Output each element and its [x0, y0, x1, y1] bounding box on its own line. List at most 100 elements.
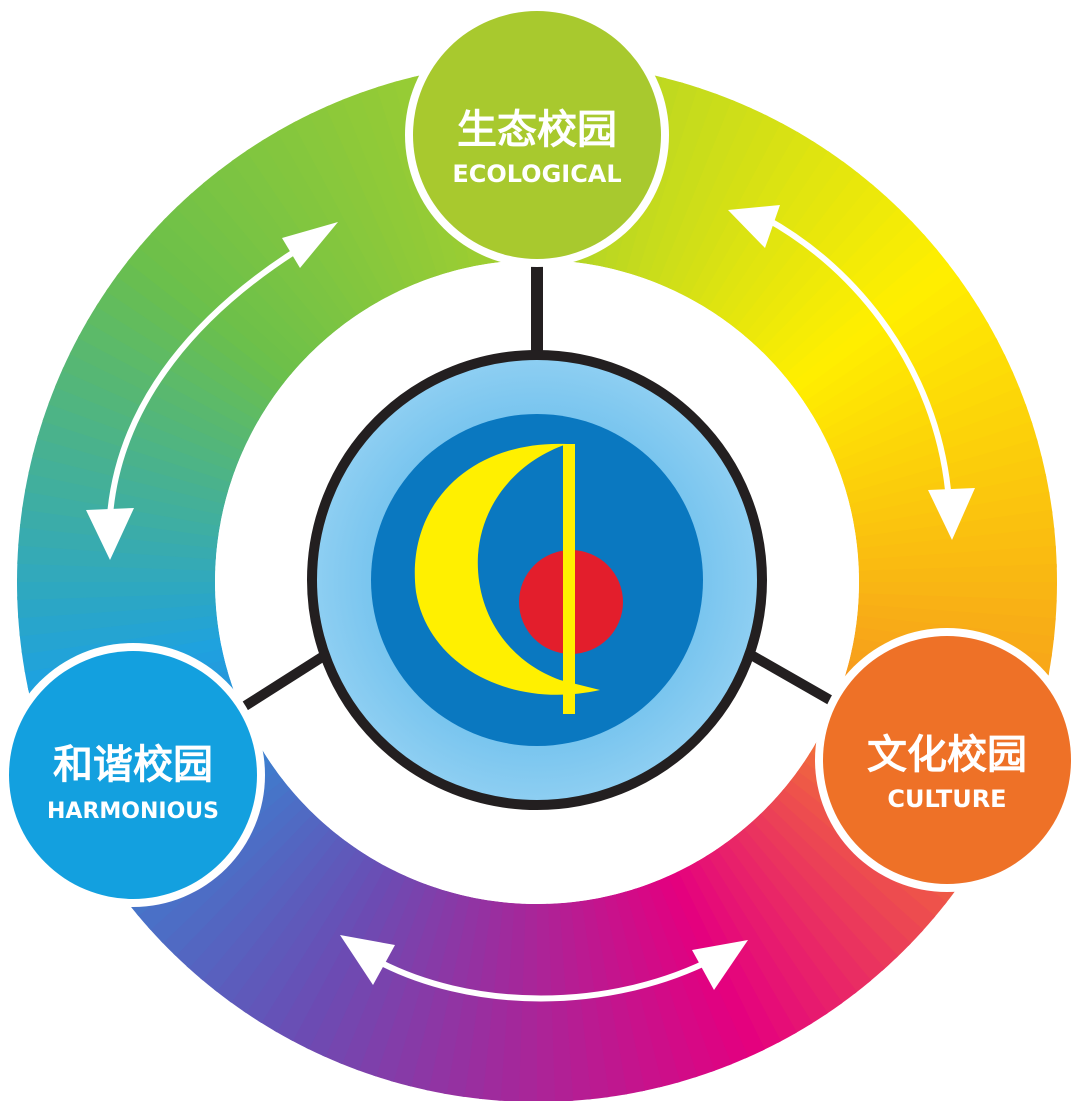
node-ecological-subtitle: ECOLOGICAL: [452, 160, 621, 188]
ring-segment: [186, 819, 331, 981]
ring-segment: [77, 318, 260, 431]
ring-segment: [372, 887, 449, 1082]
ring-segment: [835, 387, 1027, 474]
ring-segment: [243, 847, 367, 1023]
node-culture-title: 文化校园: [867, 732, 1027, 778]
ring-segment: [678, 114, 785, 299]
ring-segment: [273, 859, 386, 1042]
ring-segment: [305, 870, 407, 1058]
ring-segment: [590, 896, 646, 1095]
ring-segment: [636, 87, 719, 281]
ring-segment: [717, 150, 846, 323]
ring-segment: [127, 244, 292, 384]
ring-segment: [342, 92, 429, 284]
ring-segment: [61, 350, 249, 452]
node-ecological-circle: [413, 11, 661, 259]
ring-segment: [724, 835, 858, 1005]
ring-segment: [214, 834, 348, 1003]
node-culture: 文化校园 CULTURE: [815, 628, 1079, 892]
ring-segment: [810, 306, 990, 423]
ring-segment: [189, 181, 332, 343]
ring-segment: [667, 106, 769, 294]
ring-segment: [776, 234, 938, 377]
ring-segment: [24, 470, 223, 527]
ring-segment: [655, 876, 749, 1066]
ring-segment: [160, 804, 314, 957]
ring-segment: [826, 354, 1014, 454]
ring-segment: [557, 902, 592, 1101]
ring-segment: [767, 797, 924, 946]
ring-segment: [338, 879, 427, 1071]
ring-segment: [752, 195, 901, 352]
ring-segment: [289, 865, 396, 1050]
ring-segment: [277, 121, 388, 304]
ring-segment: [292, 113, 398, 298]
node-harmonious-title: 和谐校园: [53, 742, 213, 788]
ring-segment: [17, 578, 216, 601]
ring-segment: [228, 841, 357, 1014]
ring-segment: [783, 247, 949, 386]
ring-segment: [359, 86, 440, 280]
spoke-right: [743, 647, 833, 705]
ring-segment: [760, 207, 914, 360]
node-culture-circle: [823, 636, 1071, 884]
ring-segment: [726, 161, 860, 330]
ring-segment: [533, 903, 556, 1101]
ring-segment: [790, 261, 960, 395]
ring-segment: [568, 900, 610, 1100]
ring-segment: [325, 98, 419, 288]
node-ecological-title: 生态校园: [457, 107, 617, 153]
ring-segment: [497, 903, 526, 1101]
logo-vertical-bar: [563, 444, 575, 714]
ring-segment: [479, 901, 515, 1101]
ring-segment: [696, 855, 813, 1035]
ring-segment: [309, 105, 409, 293]
ring-segment: [216, 159, 350, 329]
ring-segment: [407, 893, 471, 1091]
ring-segment: [261, 129, 378, 309]
ring-segment: [768, 220, 926, 369]
node-culture-subtitle: CULTURE: [887, 785, 1006, 813]
ring-segment: [803, 291, 980, 414]
ring-segment: [138, 231, 300, 376]
ring-segment: [17, 542, 216, 571]
ring-segment: [797, 276, 971, 404]
ring-segment: [743, 183, 888, 345]
ring-segment: [148, 795, 306, 944]
logo-crescent: [414, 443, 600, 695]
arrow-harmonious-ecological: [107, 242, 307, 516]
node-harmonious-circle: [9, 651, 257, 899]
ring-segment: [37, 417, 232, 494]
ring-segment: [742, 821, 885, 983]
ring-segment: [461, 900, 504, 1100]
ring-segment: [839, 404, 1033, 485]
ring-segment: [735, 172, 875, 337]
ring-segment: [705, 848, 828, 1025]
ring-segment: [515, 903, 537, 1101]
ring-segment: [202, 170, 341, 336]
ring-segment: [54, 367, 244, 462]
ring-segment: [69, 334, 254, 441]
ring-segment: [857, 527, 1056, 562]
arrow-head-culture-bottom: [928, 488, 975, 540]
ring-segment: [645, 880, 732, 1072]
ring-segment: [443, 898, 493, 1097]
arrow-head-bottom-left: [340, 935, 395, 985]
ring-segment: [355, 883, 438, 1077]
ring-segment: [173, 812, 322, 969]
arrow-head-culture-top: [728, 205, 780, 248]
ring-segment: [390, 890, 460, 1087]
arrow-culture-harmonious: [370, 955, 717, 1002]
ring-segment: [258, 853, 376, 1033]
ring-segment: [579, 899, 628, 1098]
ring-segment: [647, 93, 736, 285]
ring-segment: [199, 827, 339, 992]
ring-segment: [858, 582, 1057, 604]
ring-segment: [733, 828, 872, 994]
arrow-head-bottom-right: [692, 940, 748, 990]
arrow-ecological-culture: [763, 215, 951, 491]
ring-segment: [42, 400, 236, 483]
ring-segment: [686, 860, 797, 1043]
ring-segment: [623, 888, 698, 1083]
